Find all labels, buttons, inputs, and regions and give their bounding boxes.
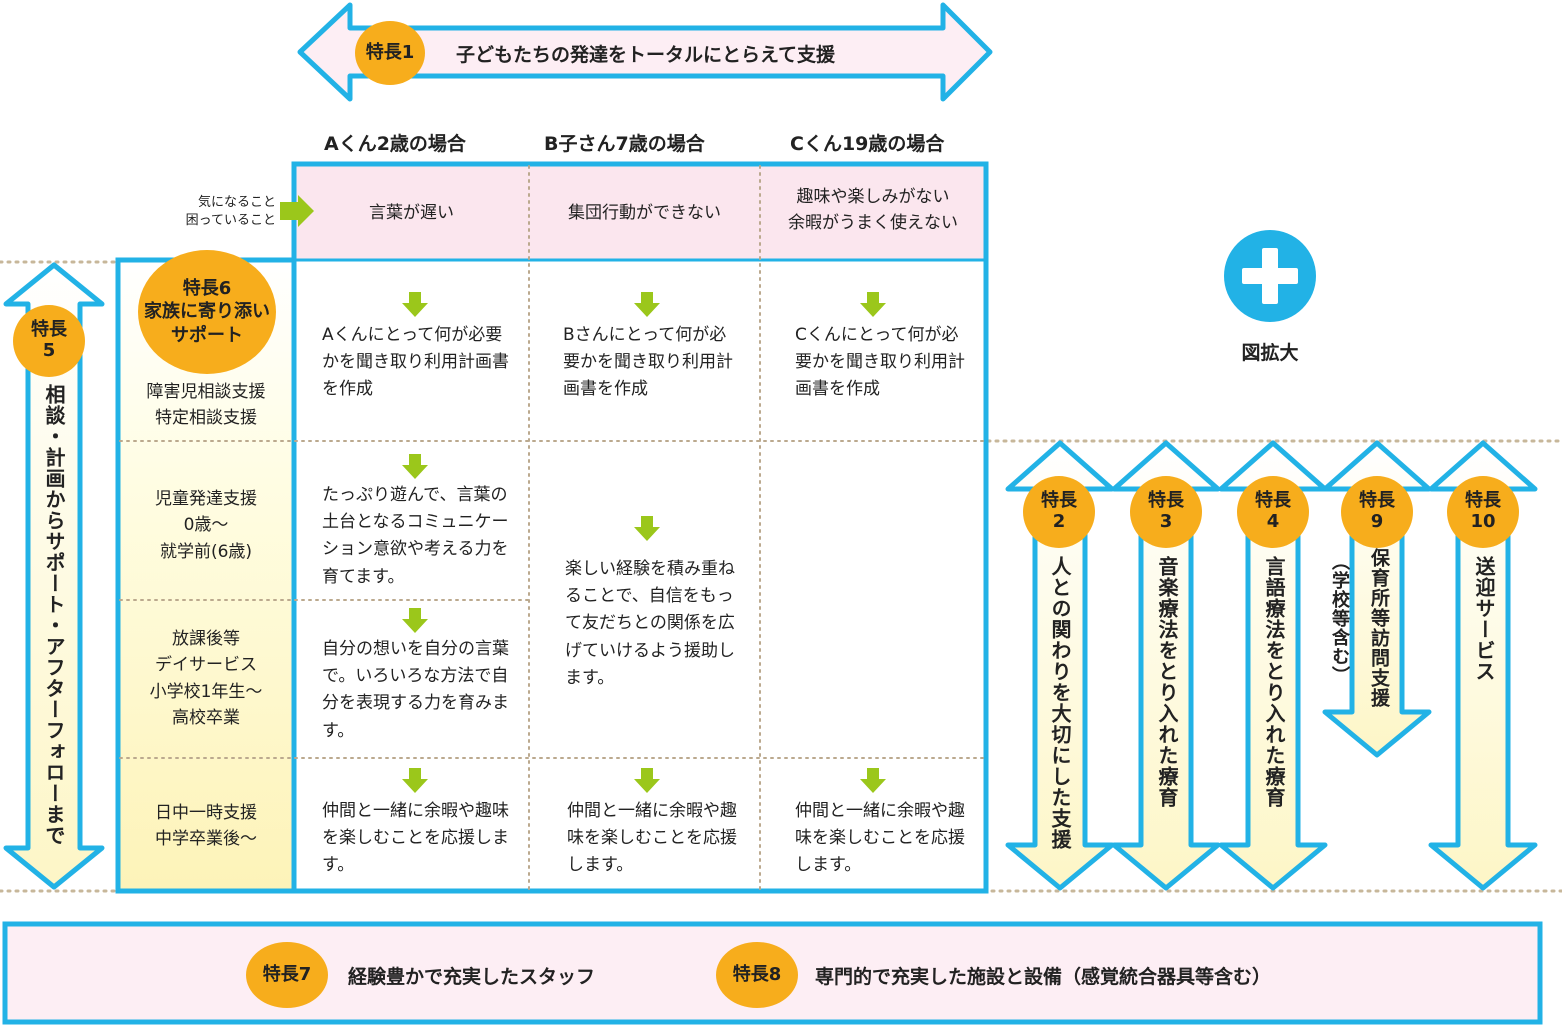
down-arrow-icon	[402, 768, 428, 793]
feature5-arrow	[3, 262, 105, 890]
down-arrow-icon	[860, 292, 886, 317]
concern-a: 言葉が遅い	[369, 203, 454, 223]
row-label-after-school: 放課後等 デイサービス 小学校1年生～ 高校卒業	[149, 629, 263, 729]
down-arrow-icon	[634, 516, 660, 541]
feature9-sublabel: （学校等含む）	[1329, 552, 1350, 685]
feature1-label: 子どもたちの発達をトータルにとらえて支援	[456, 44, 836, 66]
feature3-label: 音楽療法をとり入れた療育	[1155, 556, 1179, 808]
concern-b: 集団行動ができない	[568, 203, 721, 223]
concern-label: 気になること 困っていること	[185, 195, 276, 229]
feature6-badge: 特長6 家族に寄り添い サポート	[138, 250, 276, 374]
feature5-label: 相談・計画からサポート・アフターフォローまで	[42, 384, 66, 846]
column-header-c: Cくん19歳の場合	[790, 133, 945, 155]
top-double-arrow	[297, 2, 993, 102]
b-row12-text: 楽しい経験を積み重ねることで、自信をもって友だちとの関係を広げていけるよう援助し…	[565, 559, 735, 688]
row-label-daytime: 日中一時支援 中学卒業後～	[155, 803, 257, 850]
feature4-label: 言語療法をとり入れた療育	[1262, 556, 1286, 808]
feature8-label: 専門的で充実した施設と設備（感覚統合器具等含む）	[815, 966, 1272, 988]
feature1-badge: 特長1	[355, 21, 425, 85]
a-row1-text: たっぷり遊んで、言葉の土台となるコミュニケーション意欲や考える力を育てます。	[322, 485, 509, 587]
zoom-label[interactable]: 図拡大	[1241, 342, 1299, 364]
feature7-label: 経験豊かで充実したスタッフ	[348, 966, 596, 988]
feature9-label: 保育所等訪問支援	[1368, 548, 1390, 708]
down-arrow-icon	[402, 454, 428, 479]
zoom-plus-icon	[1224, 230, 1316, 322]
column-header-a: Aくん2歳の場合	[324, 133, 466, 155]
leisure-a: 仲間と一緒に余暇や趣味を楽しむことを応援します。	[322, 801, 509, 876]
plan-b: Bさんにとって何が必要かを聞き取り利用計画書を作成	[563, 325, 733, 400]
column-header-b: B子さん7歳の場合	[544, 133, 705, 155]
row-label-child-development: 児童発達支援 0歳～ 就学前(6歳)	[155, 489, 257, 562]
feature6-services: 障害児相談支援 特定相談支援	[146, 382, 266, 429]
down-arrow-icon	[634, 292, 660, 317]
down-arrow-icon	[402, 608, 428, 633]
feature8-badge: 特長8	[716, 942, 798, 1008]
a-row2-text: 自分の想いを自分の言葉で。いろいろな方法で自分を表現する力を育みます。	[322, 639, 509, 741]
feature7-badge: 特長7	[246, 942, 328, 1008]
concern-c: 趣味や楽しみがない 余暇がうまく使えない	[788, 187, 958, 234]
leisure-c: 仲間と一緒に余暇や趣味を楽しむことを応援します。	[795, 801, 965, 876]
feature10-label: 送迎サービス	[1472, 556, 1496, 682]
plan-c: Cくんにとって何が必要かを聞き取り利用計画書を作成	[795, 325, 965, 400]
down-arrow-icon	[402, 292, 428, 317]
concern-arrow	[280, 195, 314, 227]
down-arrow-icon	[860, 768, 886, 793]
feature2-label: 人との関わりを大切にした支援	[1048, 556, 1072, 850]
plan-a: Aくんにとって何が必要かを聞き取り利用計画書を作成	[322, 325, 509, 400]
down-arrow-icon	[634, 768, 660, 793]
leisure-b: 仲間と一緒に余暇や趣味を楽しむことを応援します。	[567, 801, 737, 876]
feature5-badge: 特長 5	[13, 305, 85, 377]
